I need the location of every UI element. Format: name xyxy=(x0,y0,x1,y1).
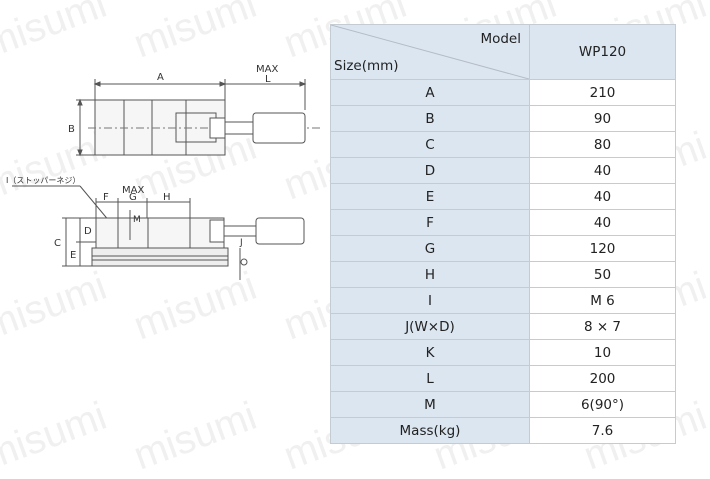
side-label-c: C xyxy=(54,238,61,249)
row-value: 80 xyxy=(529,131,676,158)
row-value: 6(90°) xyxy=(529,391,676,418)
row-label: F xyxy=(330,209,530,236)
header-size-label: Size(mm) xyxy=(334,58,399,74)
row-label: K xyxy=(330,339,530,366)
row-value: 40 xyxy=(529,157,676,184)
row-label: C xyxy=(330,131,530,158)
side-label-i: I（ストッパーネジ） xyxy=(6,176,80,185)
row-label: E xyxy=(330,183,530,210)
header-model-label: Model xyxy=(480,31,521,47)
side-label-m: M xyxy=(133,215,141,225)
row-label: D xyxy=(330,157,530,184)
diagonal-divider xyxy=(331,25,529,79)
side-label-f: F xyxy=(103,192,109,203)
row-label: J(W×D) xyxy=(330,313,530,340)
side-label-e: E xyxy=(70,250,76,261)
table-header-row: Model Size(mm) WP120 xyxy=(330,24,676,80)
side-label-max: MAX xyxy=(122,185,144,196)
top-label-l: L xyxy=(265,74,271,85)
row-label: I xyxy=(330,287,530,314)
row-label: H xyxy=(330,261,530,288)
row-label: Mass(kg) xyxy=(330,417,530,444)
row-value: 40 xyxy=(529,183,676,210)
row-value: 120 xyxy=(529,235,676,262)
side-label-h: H xyxy=(163,192,171,203)
side-label-d: D xyxy=(84,226,92,237)
top-label-b: B xyxy=(68,124,75,135)
row-label: G xyxy=(330,235,530,262)
top-view xyxy=(76,79,320,157)
model-name-cell: WP120 xyxy=(529,24,676,80)
row-value: 7.6 xyxy=(529,417,676,444)
row-value: M 6 xyxy=(529,287,676,314)
side-label-j: J xyxy=(239,238,243,248)
row-label: B xyxy=(330,105,530,132)
row-label: M xyxy=(330,391,530,418)
row-value: 210 xyxy=(529,79,676,106)
side-label-g: G xyxy=(129,192,137,203)
row-value: 90 xyxy=(529,105,676,132)
row-value: 40 xyxy=(529,209,676,236)
top-label-max: MAX xyxy=(256,64,278,75)
table-row: J(W×D)8 × 7 xyxy=(330,313,676,340)
top-label-a: A xyxy=(157,72,164,83)
row-label: L xyxy=(330,365,530,392)
header-corner-cell: Model Size(mm) xyxy=(330,24,530,80)
row-value: 8 × 7 xyxy=(529,313,676,340)
row-label: A xyxy=(330,79,530,106)
row-value: 200 xyxy=(529,365,676,392)
side-view xyxy=(12,185,305,280)
table-row: Mass(kg)7.6 xyxy=(330,417,676,444)
row-value: 10 xyxy=(529,339,676,366)
row-value: 50 xyxy=(529,261,676,288)
vise-dimension-drawing: A MAX L B xyxy=(6,64,320,280)
